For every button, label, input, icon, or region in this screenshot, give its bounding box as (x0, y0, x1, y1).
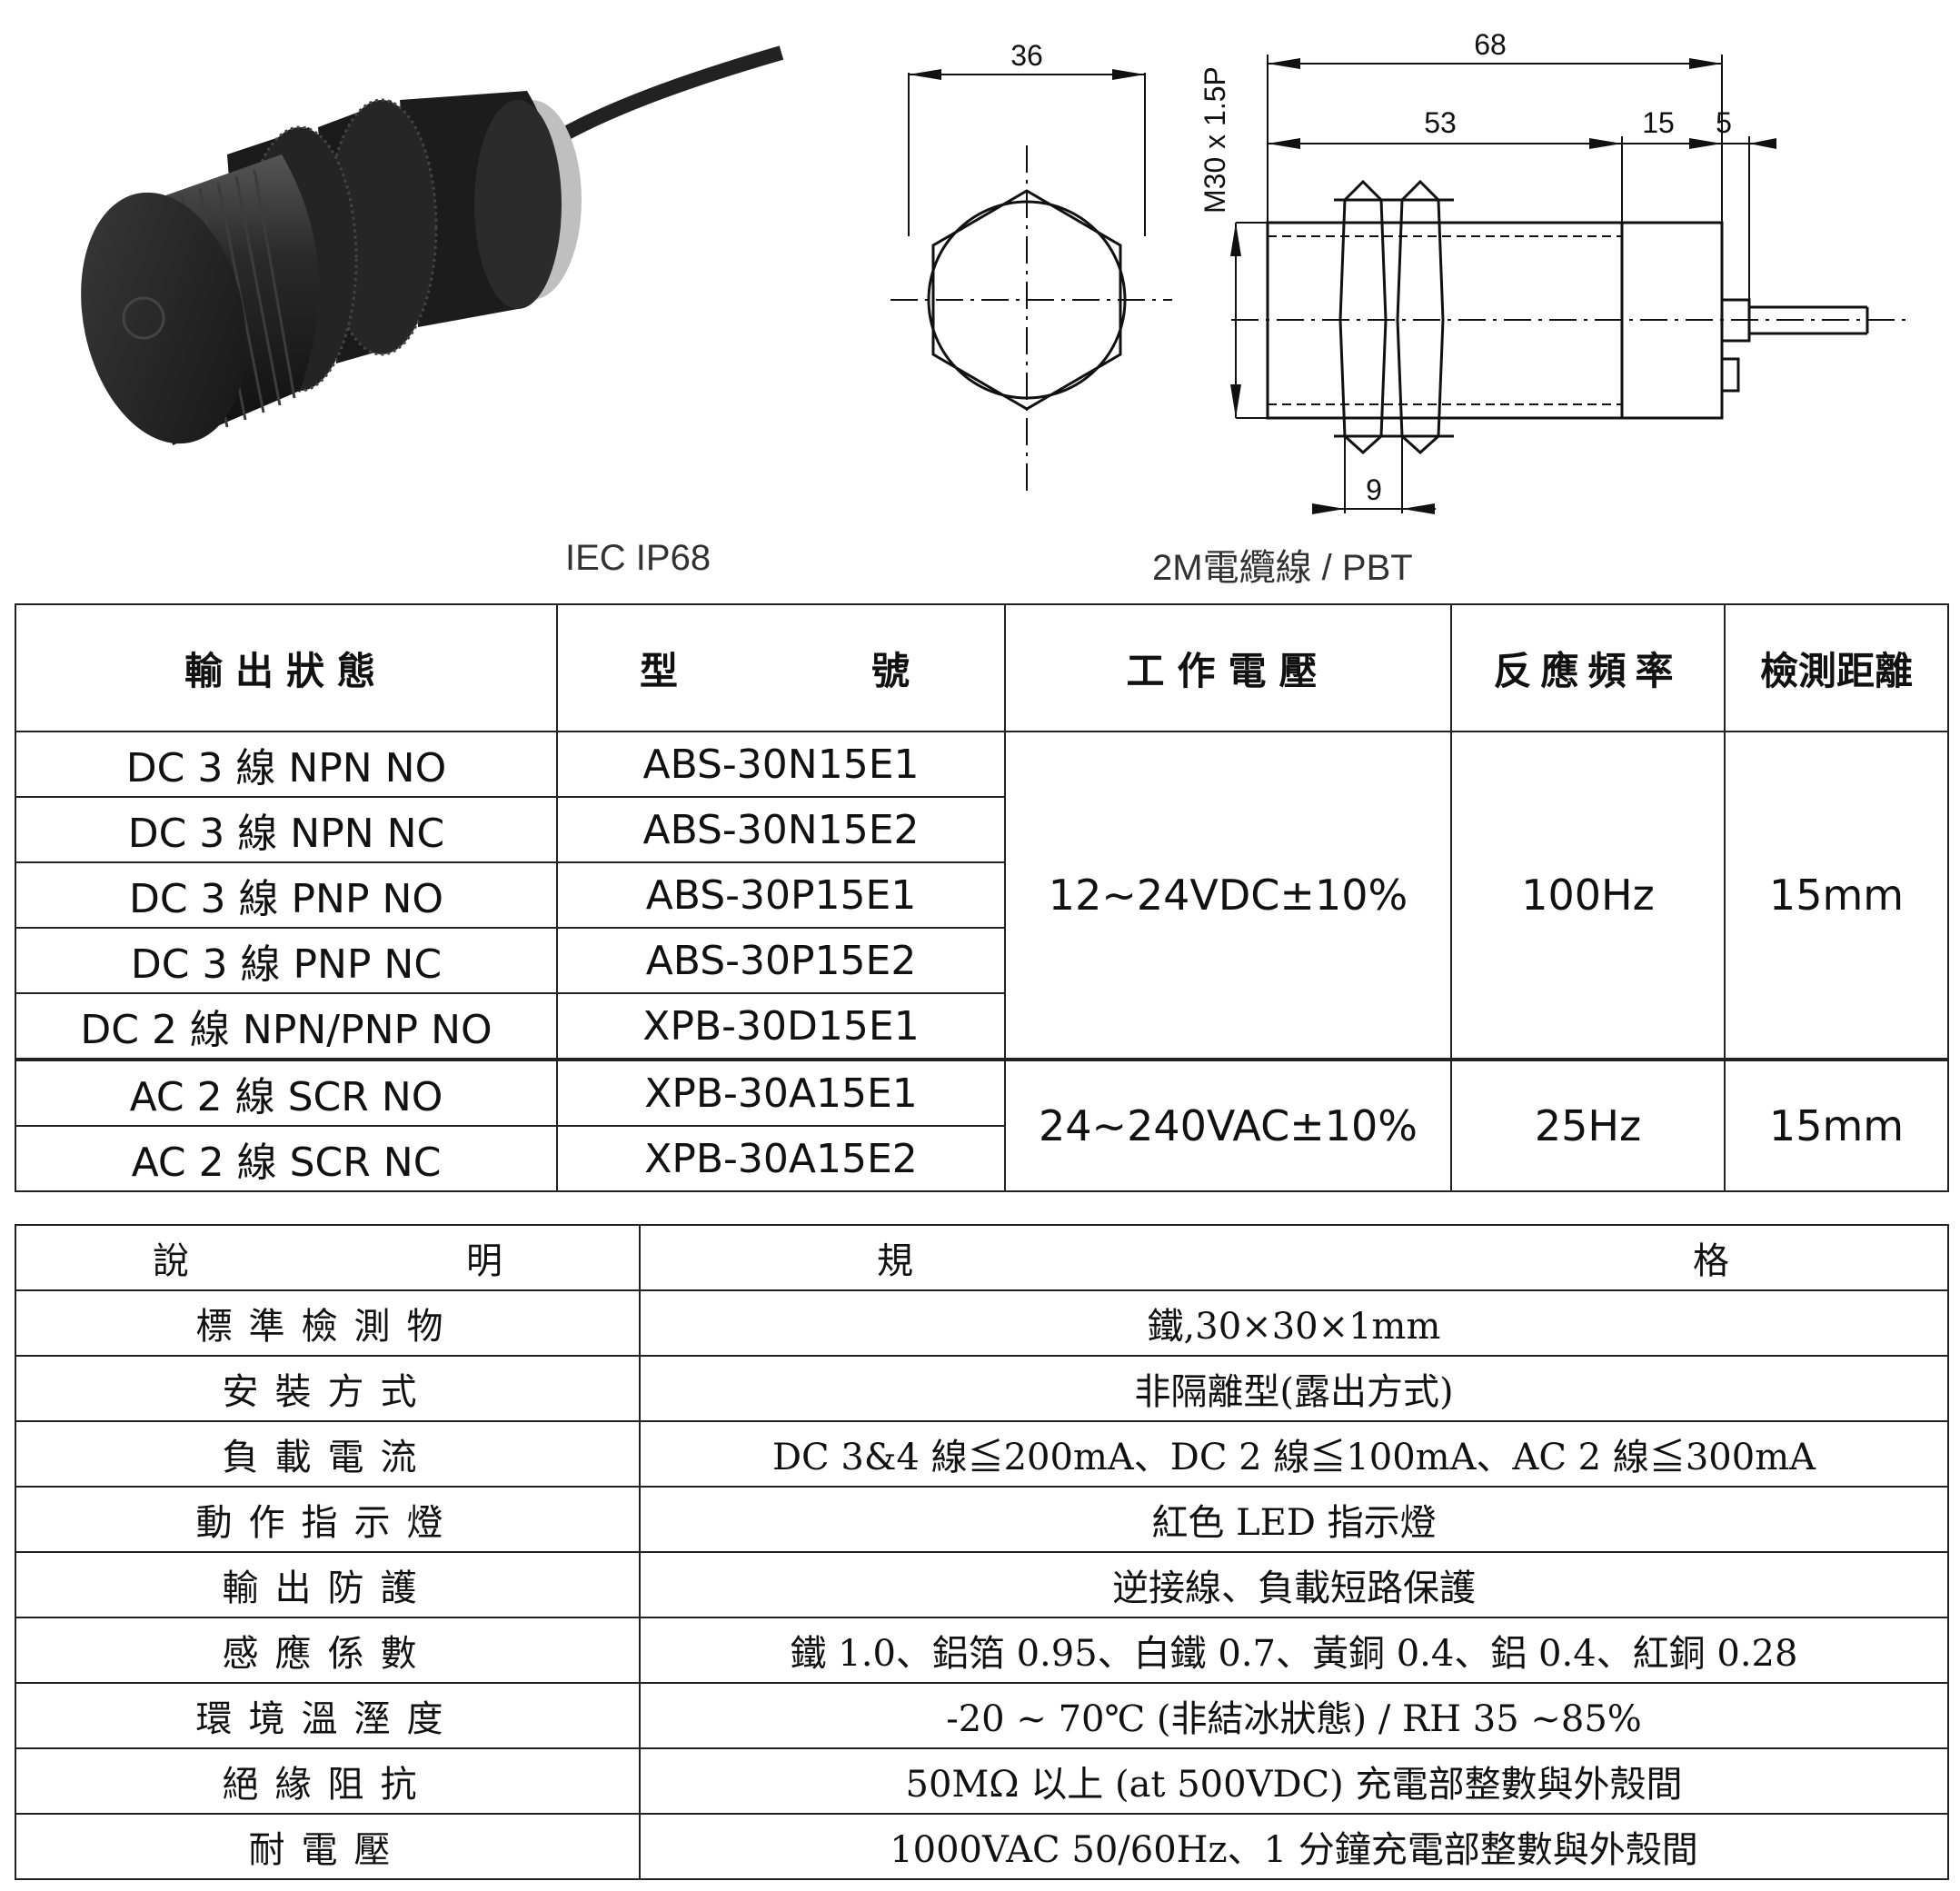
spec-value: -20 ~ 70℃ (非結冰狀態) / RH 35 ~85% (639, 1682, 1949, 1749)
table-row: DC 3 線 NPN NC ABS-30N15E2 (15, 796, 1948, 863)
header-output-state: 輸出狀態 (15, 603, 558, 732)
spec-value: 50MΩ 以上 (at 500VDC) 充電部整數與外殼間 (639, 1747, 1949, 1815)
model-cell: XPB-30A15E1 (556, 1058, 1006, 1127)
table-row: 輸出防護逆接線、負載短路保護 (15, 1551, 1949, 1618)
header-specification-b: 格 (1693, 1240, 1729, 1282)
model-table: 輸出狀態 型 號 工作電壓 反應頻率 檢測距離 DC 3 線 NPN NO AB… (15, 603, 1949, 1192)
spec-label: 耐電壓 (15, 1813, 641, 1880)
spec-label: 環境溫溼度 (15, 1682, 641, 1749)
model-cell: XPB-30A15E2 (556, 1125, 1006, 1192)
spec-value: 鐵 1.0、鋁箔 0.95、白鐵 0.7、黃銅 0.4、鋁 0.4、紅銅 0.2… (639, 1617, 1949, 1684)
model-cell: ABS-30P15E1 (556, 861, 1006, 929)
dim-15-label: 15 (1642, 106, 1675, 139)
header-distance: 檢測距離 (1724, 603, 1949, 732)
spec-value: 非隔離型(露出方式) (639, 1355, 1949, 1422)
output-cell: DC 3 線 PNP NC (15, 927, 558, 994)
spec-table-header: 說 明 規 格 (15, 1224, 1949, 1291)
header-description: 說 明 (15, 1224, 641, 1291)
dimension-drawing: 36 M30 x 1.5P 68 (890, 28, 1908, 514)
spec-table: 說 明 規 格 標準檢測物鐵,30×30×1mm 安裝方式非隔離型(露出方式) … (15, 1224, 1949, 1880)
header-specification: 規 格 (639, 1224, 1949, 1291)
table-row: 安裝方式非隔離型(露出方式) (15, 1355, 1949, 1422)
header-description-a: 說 (153, 1240, 189, 1282)
model-cell: ABS-30N15E1 (556, 731, 1006, 798)
output-cell: DC 2 線 NPN/PNP NO (15, 992, 558, 1060)
table-row: 感應係數鐵 1.0、鋁箔 0.95、白鐵 0.7、黃銅 0.4、鋁 0.4、紅銅… (15, 1617, 1949, 1684)
distance-cell-dc: 15mm (1724, 731, 1949, 1060)
dim-9-label: 9 (1366, 473, 1382, 506)
header-specification-a: 規 (877, 1240, 913, 1282)
sensor-product-photo (81, 45, 784, 445)
output-cell: DC 3 線 PNP NO (15, 861, 558, 929)
spec-label: 負載電流 (15, 1420, 641, 1488)
table-row: AC 2 線 SCR NC XPB-30A15E2 (15, 1125, 1948, 1192)
table-row: DC 3 線 NPN NO ABS-30N15E1 12~24VDC±10% 1… (15, 731, 1949, 1060)
output-cell: DC 3 線 NPN NO (15, 731, 558, 798)
table-row: 環境溫溼度-20 ~ 70℃ (非結冰狀態) / RH 35 ~85% (15, 1682, 1949, 1749)
spec-label: 輸出防護 (15, 1551, 641, 1618)
output-cell: AC 2 線 SCR NO (15, 1058, 558, 1127)
model-table-header: 輸出狀態 型 號 工作電壓 反應頻率 檢測距離 (15, 603, 1949, 732)
header-model-right: 號 (871, 648, 922, 693)
dim-53-label: 53 (1424, 106, 1457, 139)
spec-value: 紅色 LED 指示燈 (639, 1486, 1949, 1553)
model-cell: ABS-30P15E2 (556, 927, 1006, 994)
frequency-cell-dc: 100Hz (1450, 731, 1726, 1060)
model-cell: XPB-30D15E1 (556, 992, 1006, 1060)
caption-cable-material: 2M電纜線 / PBT (1152, 548, 1413, 588)
frequency-cell-ac: 25Hz (1450, 1058, 1726, 1192)
thread-label: M30 x 1.5P (1199, 66, 1231, 214)
header-frequency: 反應頻率 (1450, 603, 1726, 732)
spec-value: 鐵,30×30×1mm (639, 1289, 1949, 1357)
spec-value: 逆接線、負載短路保護 (639, 1551, 1949, 1618)
spec-value: DC 3&4 線≦200mA、DC 2 線≦100mA、AC 2 線≦300mA (639, 1420, 1949, 1488)
table-row: DC 2 線 NPN/PNP NO XPB-30D15E1 (15, 992, 1948, 1060)
dim-5-label: 5 (1716, 106, 1732, 139)
model-cell: ABS-30N15E2 (556, 796, 1006, 863)
header-description-b: 明 (466, 1240, 502, 1282)
table-row: 動作指示燈紅色 LED 指示燈 (15, 1486, 1949, 1553)
header-voltage: 工作電壓 (1004, 603, 1452, 732)
table-row: 標準檢測物鐵,30×30×1mm (15, 1289, 1949, 1357)
table-row: DC 3 線 PNP NC ABS-30P15E2 (15, 927, 1948, 994)
spec-label: 動作指示燈 (15, 1486, 641, 1553)
dim-36-label: 36 (1010, 39, 1043, 72)
output-cell: DC 3 線 NPN NC (15, 796, 558, 863)
spec-label: 感應係數 (15, 1617, 641, 1684)
caption-ip-rating: IEC IP68 (565, 538, 711, 578)
table-row: DC 3 線 PNP NO ABS-30P15E1 (15, 861, 1948, 929)
table-row: AC 2 線 SCR NO XPB-30A15E1 24~240VAC±10% … (15, 1058, 1949, 1192)
dim-68-label: 68 (1474, 28, 1507, 61)
header-model: 型 號 (556, 603, 1006, 732)
distance-cell-ac: 15mm (1724, 1058, 1949, 1192)
voltage-cell-ac: 24~240VAC±10% (1004, 1058, 1452, 1192)
output-cell: AC 2 線 SCR NC (15, 1125, 558, 1192)
header-model-left: 型 (640, 648, 691, 693)
spec-label: 標準檢測物 (15, 1289, 641, 1357)
spec-value: 1000VAC 50/60Hz、1 分鐘充電部整數與外殼間 (639, 1813, 1949, 1880)
voltage-cell-dc: 12~24VDC±10% (1004, 731, 1452, 1060)
spec-label: 絕緣阻抗 (15, 1747, 641, 1815)
spec-label: 安裝方式 (15, 1355, 641, 1422)
